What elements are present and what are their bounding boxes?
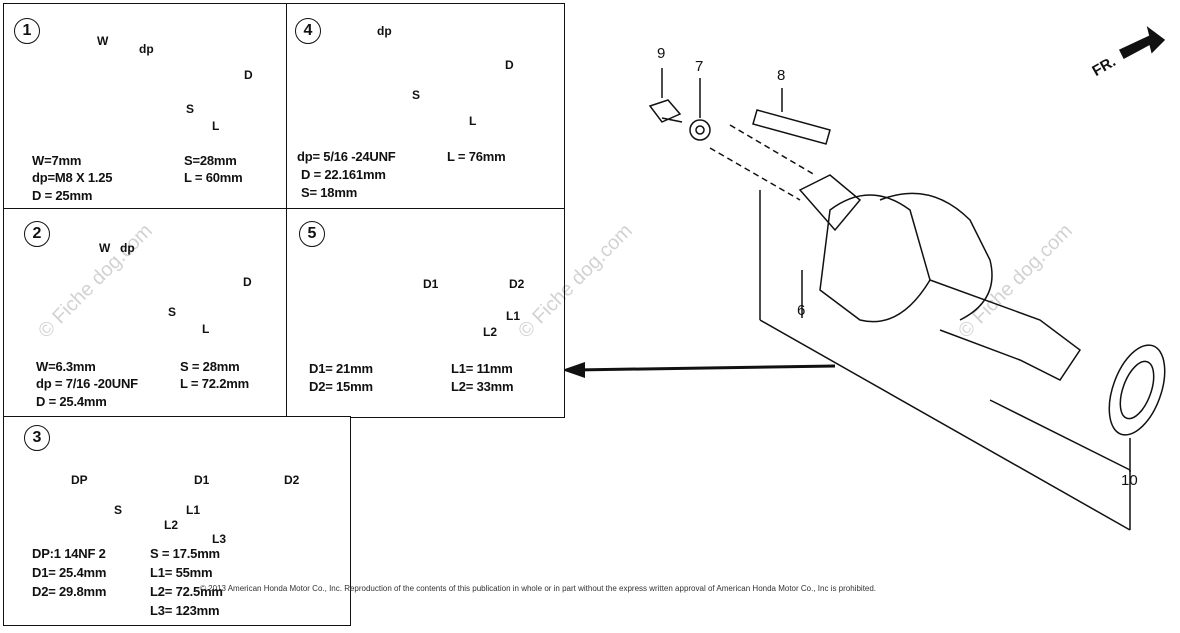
panel-5-label-d2: D2 bbox=[509, 277, 525, 291]
panel-3-label-dp: DP bbox=[71, 473, 88, 487]
panel-4-spec-s: S= 18mm bbox=[301, 185, 358, 200]
panel-5-spec-d2: D2= 15mm bbox=[309, 379, 373, 394]
panel-3-label-l1: L1 bbox=[186, 503, 201, 517]
panel-1-spec-d: D = 25mm bbox=[32, 188, 93, 203]
panel-3-label-s: S bbox=[114, 503, 123, 517]
panel-4-label-l: L bbox=[469, 114, 477, 128]
panel-1-spec-l: L = 60mm bbox=[184, 170, 243, 185]
panel-4-label-dp: dp bbox=[377, 24, 392, 38]
panel-5-spec-l2: L2= 33mm bbox=[451, 379, 514, 394]
panel-1-spec-s: S=28mm bbox=[184, 153, 237, 168]
panel-4-label-d: D bbox=[505, 58, 514, 72]
panel-3-spec-l1: L1= 55mm bbox=[150, 565, 213, 580]
part-number-bearing[interactable]: 10 bbox=[1121, 472, 1138, 489]
panel-4-spec-dp: dp= 5/16 -24UNF bbox=[297, 149, 396, 164]
panel-3-label-l3: L3 bbox=[212, 532, 227, 546]
panel-1-spec-dp: dp=M8 X 1.25 bbox=[32, 170, 113, 185]
panel-3-spec-d2: D2= 29.8mm bbox=[32, 584, 107, 599]
pointer-arrow-head bbox=[562, 362, 585, 378]
panel-1-spec-w: W=7mm bbox=[32, 153, 82, 168]
panel-2-label-l: L bbox=[202, 322, 210, 336]
panel-3-spec-s: S = 17.5mm bbox=[150, 546, 220, 561]
panel-4-number: 4 bbox=[295, 18, 321, 44]
panel-1-label-w: W bbox=[97, 34, 109, 48]
part-number-bolt[interactable]: 9 bbox=[657, 45, 666, 62]
panel-4-label-s: S bbox=[412, 88, 421, 102]
panel-1-label-d: D bbox=[244, 68, 253, 82]
panel-1-number: 1 bbox=[14, 18, 40, 44]
panel-2-label-dp: dp bbox=[120, 241, 135, 255]
panel-3-spec-l2: L2= 72.5mm bbox=[150, 584, 223, 599]
panel-5-label-d1: D1 bbox=[423, 277, 439, 291]
panel-2-label-d: D bbox=[243, 275, 252, 289]
panel-5: 5 D1 D2 L1 L2 D1= 21mm D2= 15mm L1= 11mm… bbox=[286, 208, 565, 418]
panel-2-label-w: W bbox=[99, 241, 111, 255]
panel-2-label-s: S bbox=[168, 305, 177, 319]
panel-5-label-l1: L1 bbox=[506, 309, 521, 323]
panel-3-spec-d1: D1= 25.4mm bbox=[32, 565, 107, 580]
panel-1: 1 W dp D S L W=7mm dp=M8 X 1.25 D = 25mm… bbox=[3, 3, 287, 210]
panel-3-label-d2: D2 bbox=[284, 473, 300, 487]
panel-4-spec-d: D = 22.161mm bbox=[301, 167, 386, 182]
panel-2: 2 W dp D S L W=6.3mm dp = 7/16 -20UNF D … bbox=[3, 208, 287, 418]
panel-1-label-l: L bbox=[212, 119, 220, 133]
panel-5-number: 5 bbox=[299, 221, 325, 247]
panel-2-spec-w: W=6.3mm bbox=[36, 359, 96, 374]
panel-2-number: 2 bbox=[24, 221, 50, 247]
panel-5-spec-d1: D1= 21mm bbox=[309, 361, 373, 376]
panel-2-spec-l: L = 72.2mm bbox=[180, 376, 249, 391]
part-number-washer[interactable]: 7 bbox=[695, 58, 704, 75]
crankshaft-drawing bbox=[648, 68, 1166, 531]
part-number-key[interactable]: 8 bbox=[777, 67, 786, 84]
panel-1-label-dp: dp bbox=[139, 42, 154, 56]
panel-3-number: 3 bbox=[24, 425, 50, 451]
panel-5-spec-l1: L1= 11mm bbox=[451, 361, 513, 376]
panel-2-spec-d: D = 25.4mm bbox=[36, 394, 107, 409]
panel-1-label-s: S bbox=[186, 102, 195, 116]
panel-3-label-l2: L2 bbox=[164, 518, 179, 532]
panel-2-spec-s: S = 28mm bbox=[180, 359, 240, 374]
part-number-crankshaft[interactable]: 6 bbox=[797, 302, 806, 319]
panel-4: 4 dp D S L dp= 5/16 -24UNF D = 22.161mm … bbox=[286, 3, 565, 210]
panel-2-spec-dp: dp = 7/16 -20UNF bbox=[36, 376, 138, 391]
panel-3-spec-dp: DP:1 14NF 2 bbox=[32, 546, 106, 561]
copyright-notice: © 2013 American Honda Motor Co., Inc. Re… bbox=[200, 584, 877, 593]
panel-4-spec-l: L = 76mm bbox=[447, 149, 506, 164]
panel-3-label-d1: D1 bbox=[194, 473, 210, 487]
panel-3-spec-l3: L3= 123mm bbox=[150, 603, 220, 618]
panel-5-label-l2: L2 bbox=[483, 325, 498, 339]
panel-3: 3 DP D1 D2 S L1 L2 L3 DP:1 14NF 2 D1= 25… bbox=[3, 416, 351, 626]
